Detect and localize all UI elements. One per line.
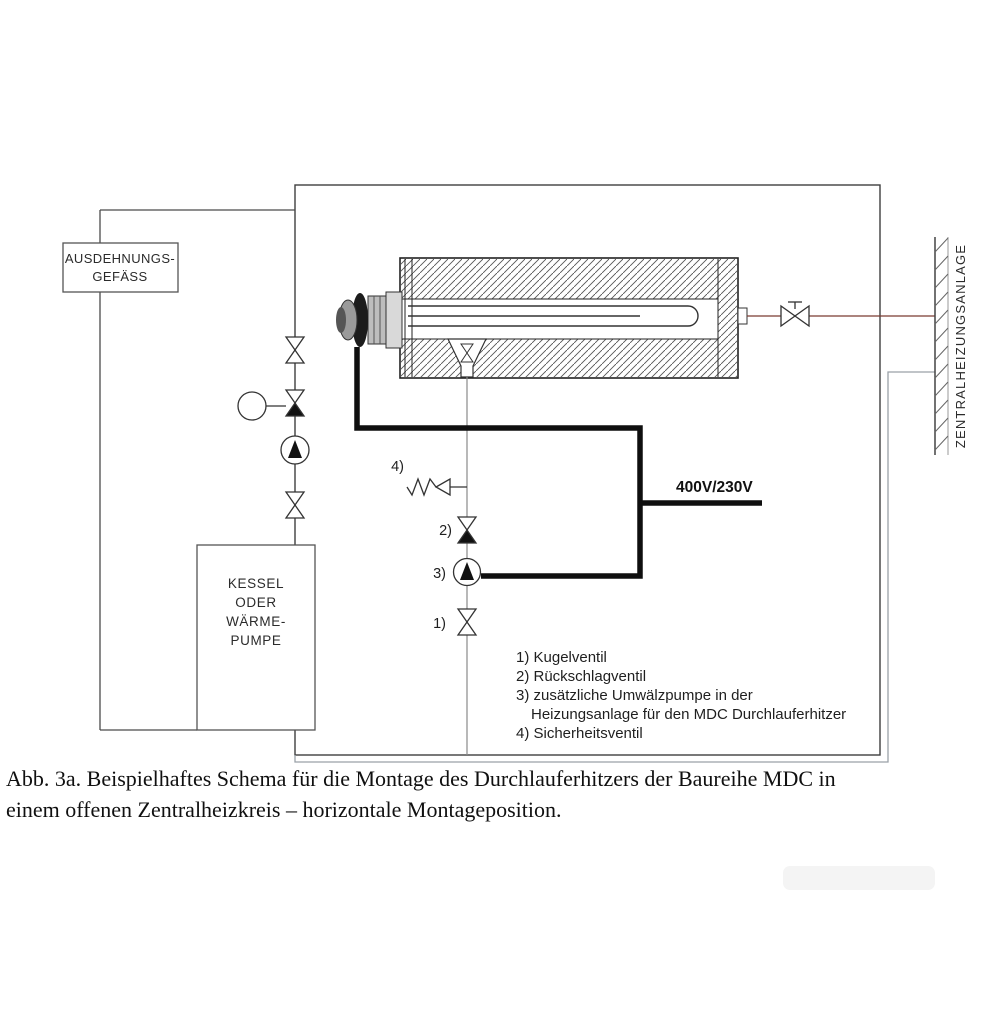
inlet-components: [406, 477, 482, 636]
label-3: 3): [433, 566, 446, 582]
shutoff-valve-lower: [284, 491, 306, 519]
heater-wall-bottom: [401, 339, 718, 377]
central-heating-label: ZENTRALHEIZUNGSANLAGE: [953, 244, 968, 448]
central-heating-wall: ZENTRALHEIZUNGSANLAGE: [934, 237, 968, 455]
boiler-label-line2: ODER: [235, 595, 276, 610]
label-2: 2): [439, 523, 452, 539]
supply-valve: [780, 301, 810, 328]
heater-outlet-nipple: [737, 307, 748, 325]
check-valve-left: [284, 389, 306, 417]
legend: 1) Kugelventil 2) Rückschlagventil 3) zu…: [516, 649, 846, 742]
wall-hatching: [934, 237, 949, 451]
gauge: [237, 391, 286, 421]
heater-inlet-funnel: [447, 338, 487, 378]
expansion-vessel-branch: AUSDEHNUNGS- GEFÄSS: [62, 209, 295, 731]
legend-line-2: 2) Rückschlagventil: [516, 668, 646, 685]
voltage-label: 400V/230V: [676, 479, 753, 496]
supply-line: [747, 301, 935, 328]
mdc-heater: [336, 257, 748, 379]
cable-to-pump: [354, 347, 643, 579]
heating-element: [408, 305, 699, 327]
return-pipe: [294, 371, 935, 763]
shutoff-valve-upper: [284, 336, 306, 364]
expansion-vessel-label-line1: AUSDEHNUNGS-: [65, 251, 175, 266]
legend-line-4: 4) Sicherheitsventil: [516, 725, 643, 742]
boiler-valve-column: [237, 336, 310, 519]
component-number-labels: 4) 2) 3) 1): [391, 459, 452, 632]
electric-cable: 400V/230V: [354, 347, 762, 579]
label-4: 4): [391, 459, 404, 475]
expansion-vessel-label-line2: GEFÄSS: [92, 269, 147, 284]
boiler-label-line4: PUMPE: [230, 633, 281, 648]
check-valve: [456, 516, 478, 544]
piping-circuit: [294, 184, 935, 763]
heater-end-cap: [718, 259, 737, 377]
caption-line-2: einem offenen Zentralheizkreis – horizon…: [6, 797, 562, 822]
heater-wall-top: [401, 259, 718, 299]
heater-electric-gland: [336, 291, 403, 349]
label-1: 1): [433, 616, 446, 632]
circulation-pump: [452, 557, 482, 587]
boiler-label-line3: WÄRME-: [226, 614, 286, 629]
boiler-unit: KESSEL ODER WÄRME- PUMPE: [196, 544, 316, 731]
caption-line-1: Abb. 3a. Beispielhaftes Schema für die M…: [6, 766, 836, 791]
legend-line-3: 3) zusätzliche Umwälzpumpe in der: [516, 687, 753, 704]
watermark-artifact: [783, 866, 935, 890]
expansion-vessel-box: [62, 242, 179, 293]
figure-caption: Abb. 3a. Beispielhaftes Schema für die M…: [6, 766, 836, 822]
boiler-label-line1: KESSEL: [228, 576, 284, 591]
boiler-pump: [280, 435, 310, 465]
legend-line-1: 1) Kugelventil: [516, 649, 607, 666]
safety-valve: [406, 477, 467, 497]
ball-valve: [456, 608, 478, 636]
boiler-box: [196, 544, 316, 731]
legend-line-3-continuation: Heizungsanlage für den MDC Durchlauferhi…: [531, 706, 846, 723]
circuit-loop-pipe: [294, 184, 881, 756]
